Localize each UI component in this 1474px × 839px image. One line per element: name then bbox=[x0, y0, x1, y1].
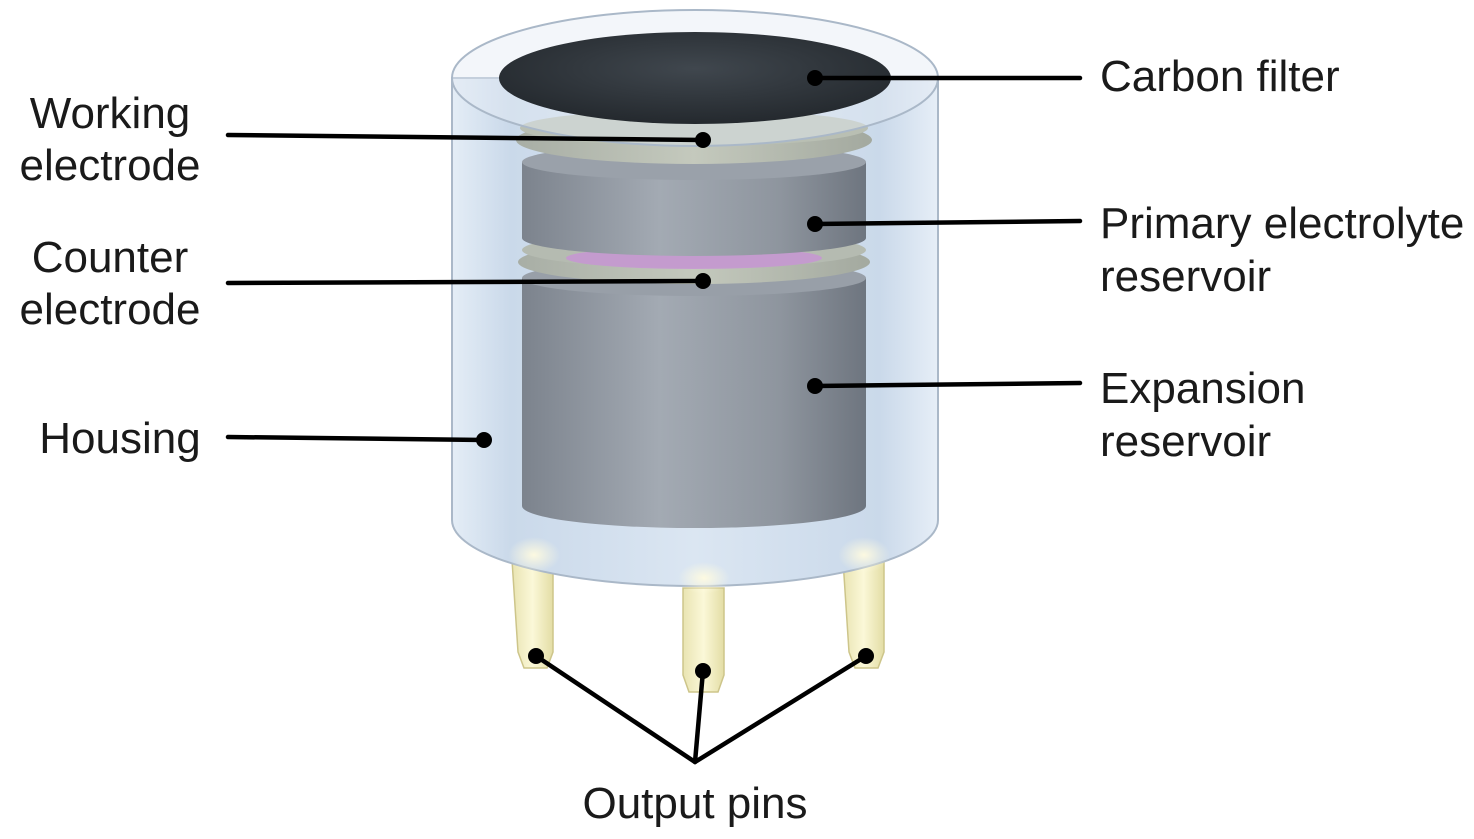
electrolyte-reservoir-body bbox=[516, 110, 872, 528]
label-output-pins: Output pins bbox=[582, 779, 807, 828]
label-working-electrode-line2: electrode bbox=[19, 141, 200, 190]
label-expansion-reservoir-line2: reservoir bbox=[1100, 417, 1271, 466]
label-carbon-filter: Carbon filter bbox=[1100, 52, 1340, 101]
label-expansion-reservoir-line1: Expansion bbox=[1100, 364, 1305, 413]
label-counter-electrode-line2: electrode bbox=[19, 285, 200, 334]
label-counter-electrode-line1: Counter bbox=[32, 233, 189, 282]
label-primary-reservoir-line1: Primary electrolyte bbox=[1100, 199, 1464, 248]
label-housing: Housing bbox=[39, 414, 200, 463]
label-primary-reservoir-line2: reservoir bbox=[1100, 252, 1271, 301]
label-working-electrode-line1: Working bbox=[30, 89, 191, 138]
